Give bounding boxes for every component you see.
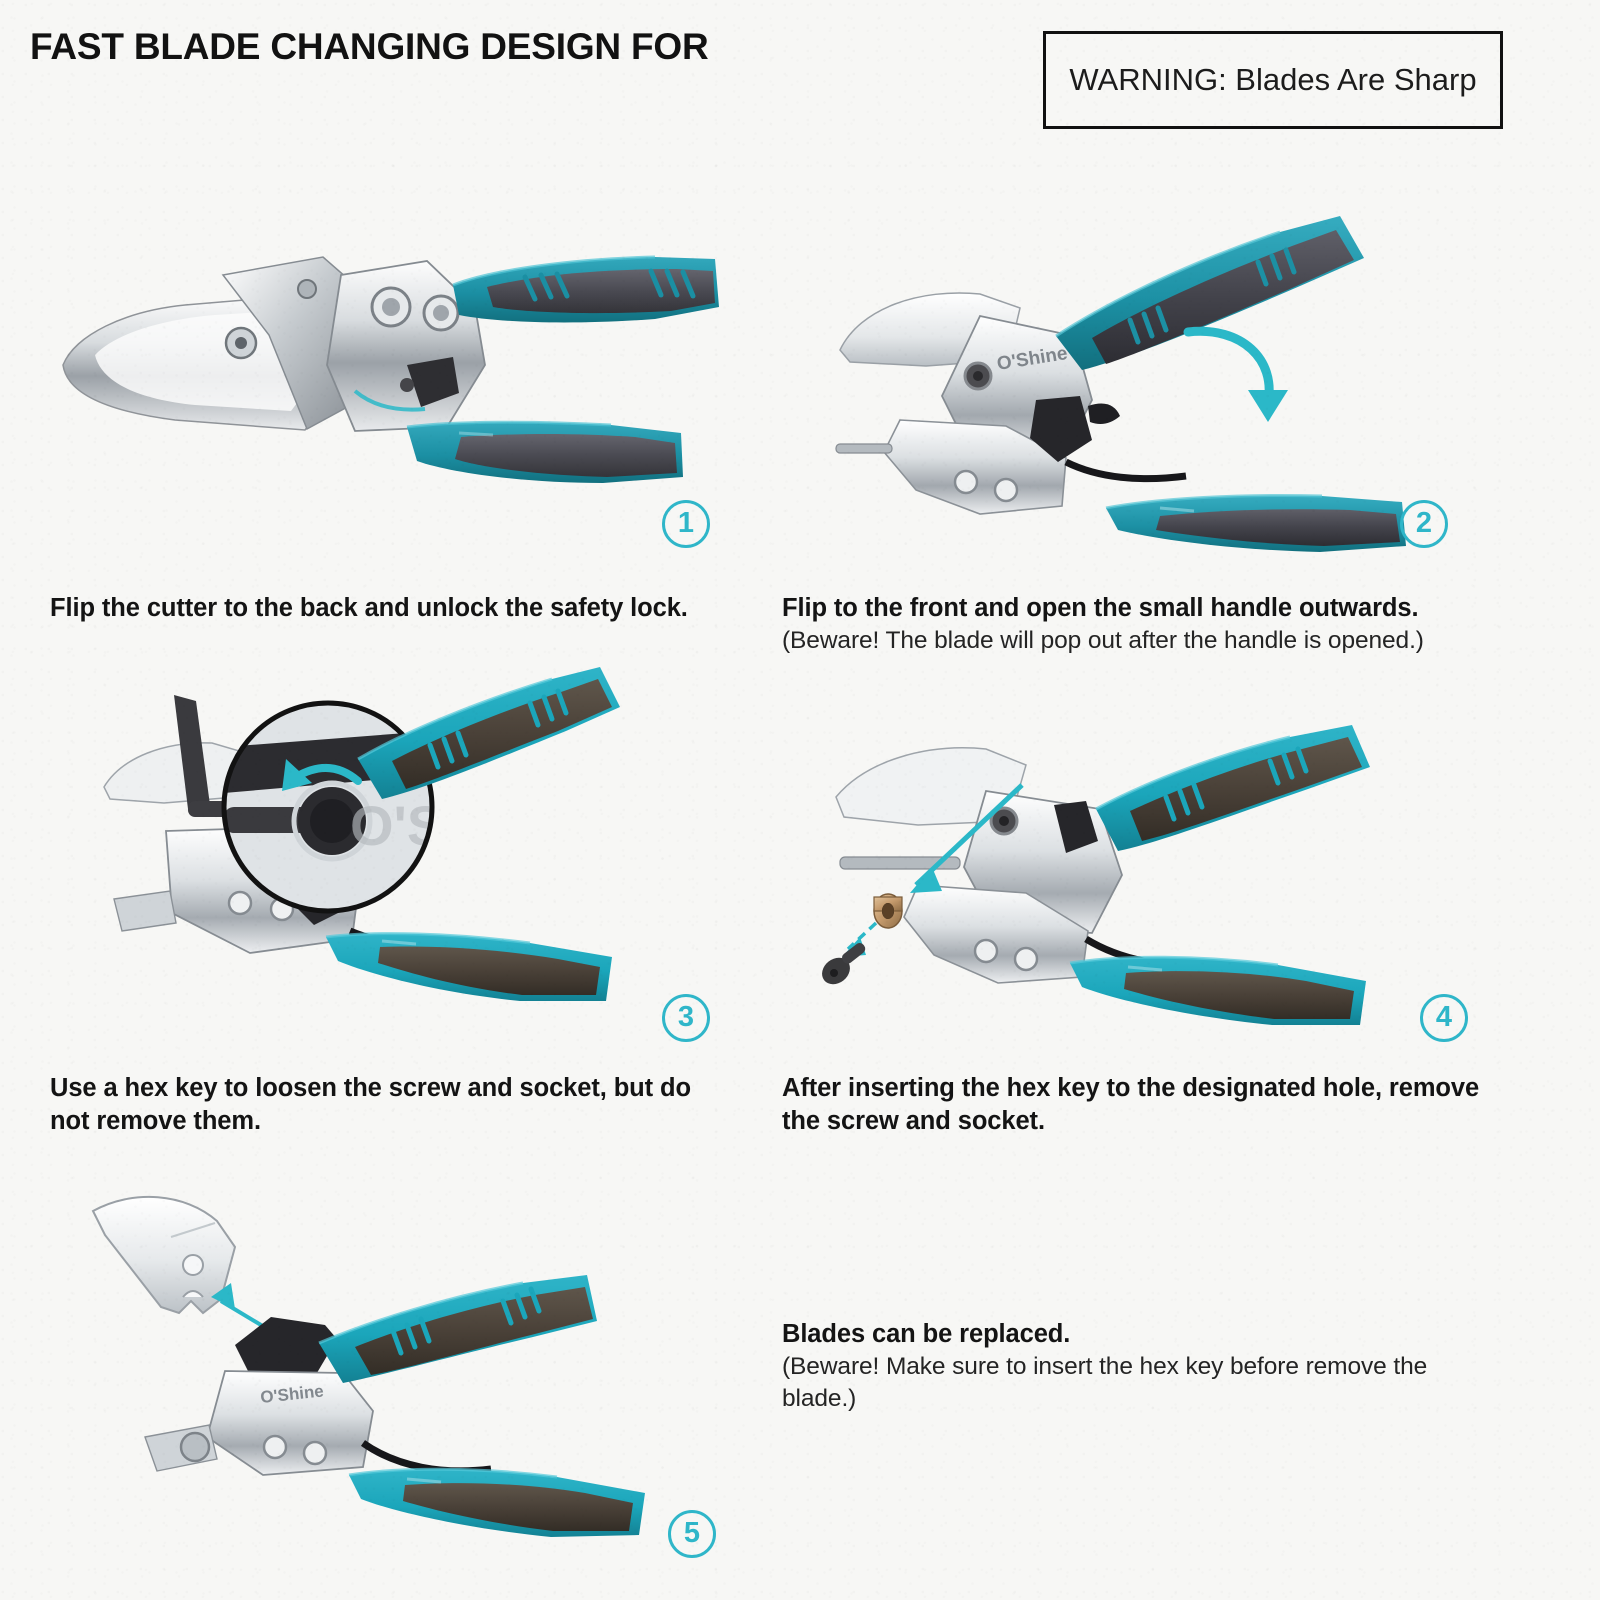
- step-5-caption-main: Blades can be replaced.: [782, 1320, 1071, 1348]
- step-1-badge: 1: [662, 500, 710, 548]
- step-4-caption: After inserting the hex key to the desig…: [782, 1072, 1482, 1138]
- detached-blade: [91, 1195, 237, 1315]
- step-5-caption: Blades can be replaced. (Beware! Make su…: [782, 1318, 1482, 1415]
- step-5-illustration: O'Shine: [75, 1175, 715, 1537]
- step-1-illustration: [55, 215, 735, 535]
- step-5-caption-sub: (Beware! Make sure to insert the hex key…: [782, 1353, 1428, 1412]
- rotation-arrow-icon: [1183, 326, 1288, 422]
- step-1-caption: Flip the cutter to the back and unlock t…: [50, 592, 790, 625]
- step-2-caption-main: Flip to the front and open the small han…: [782, 594, 1419, 622]
- exploded-parts: [822, 783, 1024, 985]
- step-3-illustration: O'Sh: [100, 655, 720, 1015]
- black-screw: [822, 943, 866, 985]
- step-2-caption-sub: (Beware! The blade will pop out after th…: [782, 627, 1424, 655]
- step-4-badge: 4: [1420, 994, 1468, 1042]
- warning-box: WARNING: Blades Are Sharp: [1043, 31, 1503, 129]
- svg-text:O'Sh: O'Sh: [350, 794, 478, 857]
- step-2-caption: Flip to the front and open the small han…: [782, 592, 1542, 657]
- step-2-badge: 2: [1400, 500, 1448, 548]
- step-3-caption-main: Use a hex key to loosen the screw and so…: [50, 1074, 691, 1136]
- page-title: FAST BLADE CHANGING DESIGN FOR: [30, 26, 709, 67]
- warning-text: WARNING: Blades Are Sharp: [1069, 62, 1477, 97]
- step-4-illustration: [800, 725, 1460, 1045]
- magnifier-detail: O'Sh: [221, 700, 478, 914]
- step-5-badge: 5: [668, 1510, 716, 1558]
- step-3-badge: 3: [662, 994, 710, 1042]
- step-4-caption-main: After inserting the hex key to the desig…: [782, 1074, 1480, 1136]
- step-2-illustration: O'Shine: [830, 190, 1470, 552]
- brass-socket: [873, 893, 903, 929]
- step-1-caption-main: Flip the cutter to the back and unlock t…: [50, 594, 688, 622]
- step-3-caption: Use a hex key to loosen the screw and so…: [50, 1072, 730, 1138]
